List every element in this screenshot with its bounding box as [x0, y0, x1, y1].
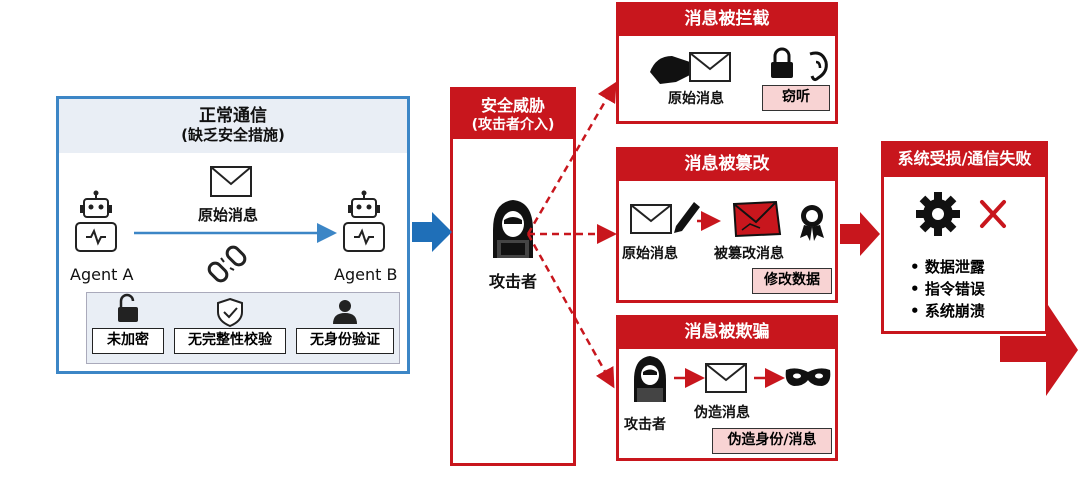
tamper-title: 消息被篡改	[616, 147, 838, 181]
ear-icon	[809, 51, 828, 82]
system-failure-title: 系统受损/通信失败	[881, 141, 1048, 177]
modify-data-tag: 修改数据	[752, 268, 832, 294]
threat-column	[450, 87, 576, 466]
intercept-title: 消息被拦截	[616, 2, 838, 36]
weakness-no-integrity: 无完整性校验	[174, 328, 286, 354]
threat-branch-arrows	[526, 81, 617, 389]
forge-identity-tag: 伪造身份/消息	[712, 428, 832, 454]
broken-chain-icon	[207, 245, 247, 283]
failure-item-1: • 数据泄露	[910, 258, 985, 276]
intercept-msg-label: 原始消息	[668, 91, 724, 107]
gear-icon	[916, 192, 960, 236]
shield-check-icon	[217, 297, 243, 328]
threat-header	[450, 87, 576, 139]
weakness-unencrypted: 未加密	[92, 328, 164, 354]
forged-msg-label: 伪造消息	[694, 405, 750, 421]
big-blue-arrow	[412, 212, 452, 252]
original-message-label: 原始消息	[198, 206, 259, 224]
agent-b-label: Agent B	[334, 265, 398, 284]
normal-communication-subtitle: (缺乏安全措施)	[181, 126, 285, 144]
unlock-icon	[118, 293, 138, 322]
to-result-arrow	[840, 212, 880, 256]
attacker-label: 攻击者	[488, 272, 537, 291]
failure-chevron-arrow	[1000, 302, 1078, 396]
hand-grab-icon	[650, 56, 692, 84]
agent-a-label: Agent A	[70, 265, 134, 284]
robot-agent-b-icon	[343, 190, 385, 252]
weakness-no-auth: 无身份验证	[296, 328, 394, 354]
threat-title: 安全威胁	[480, 96, 545, 115]
envelope-icon	[210, 166, 252, 197]
failure-item-2: • 指令错误	[910, 280, 985, 298]
spoof-title: 消息被欺骗	[616, 315, 838, 349]
normal-communication-title: 正常通信	[199, 106, 267, 126]
eavesdrop-tag: 窃听	[762, 85, 830, 111]
hooded-attacker-icon	[634, 356, 666, 402]
spoof-attacker-label: 攻击者	[624, 417, 666, 433]
robot-agent-a-icon	[75, 190, 117, 252]
lock-icon	[771, 47, 793, 78]
normal-communication-header	[59, 99, 407, 153]
envelope-icon	[689, 52, 731, 82]
tamper-msg-label: 原始消息	[622, 246, 678, 262]
threat-subtitle: (攻击者介入)	[471, 117, 555, 133]
envelope-icon	[630, 204, 672, 234]
pencil-icon	[674, 202, 700, 233]
hooded-attacker-icon	[493, 200, 533, 258]
mask-icon	[785, 368, 831, 386]
failure-item-3: • 系统崩溃	[910, 302, 985, 320]
user-icon	[333, 300, 357, 324]
x-mark-icon	[980, 200, 1006, 228]
damaged-envelope-icon	[732, 200, 782, 238]
envelope-icon	[705, 363, 747, 393]
tampered-msg-label: 被篡改消息	[714, 246, 784, 262]
seal-badge-icon	[800, 205, 824, 241]
